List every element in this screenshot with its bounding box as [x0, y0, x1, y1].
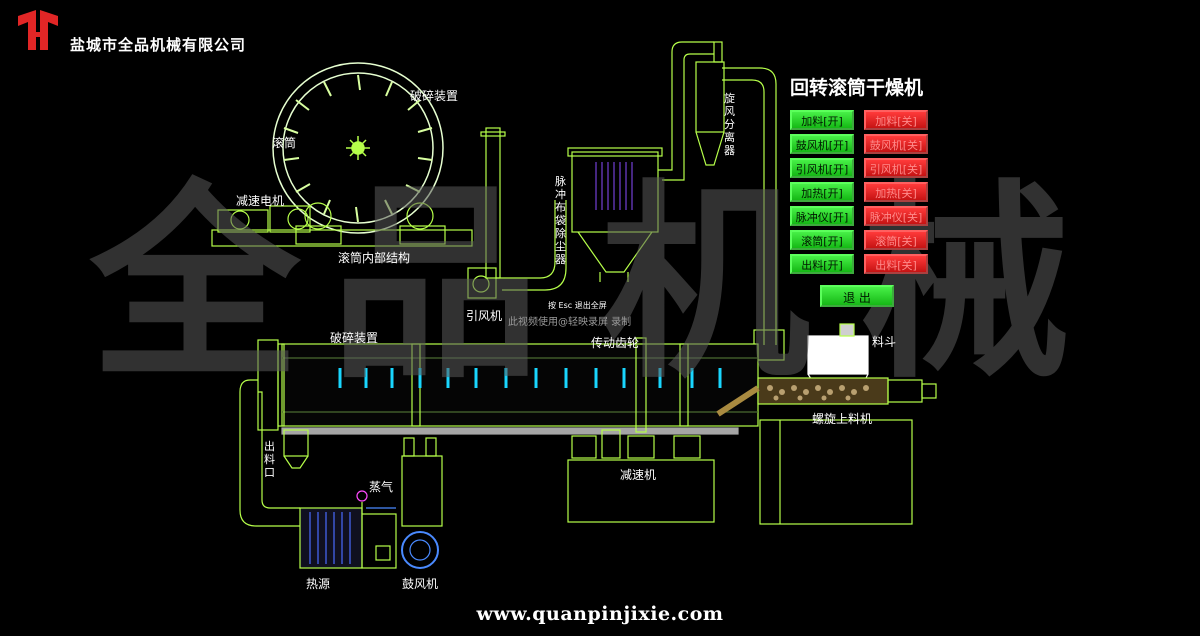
exit-button[interactable]: 退 出	[820, 285, 894, 307]
label-heat-source: 热源	[306, 577, 331, 591]
feed-on-button[interactable]: 加料[开]	[790, 110, 854, 130]
label-hopper: 料斗	[872, 335, 897, 349]
panel-title: 回转滚筒干燥机	[790, 77, 924, 99]
brand-header: 盐城市全品机械有限公司	[14, 6, 304, 56]
watermark-char-1: 全	[90, 162, 301, 407]
blower-on-button[interactable]: 鼓风机[开]	[790, 134, 854, 154]
support-stands-drawing	[401, 419, 913, 527]
blower-off-button[interactable]: 鼓风机[关]	[864, 134, 928, 154]
watermark-char-2: 品	[330, 162, 541, 407]
screw-feeder-drawing	[716, 323, 937, 417]
induced-fan-on-button[interactable]: 引风机[开]	[790, 158, 854, 178]
label-reducer: 减速机	[620, 468, 657, 482]
label-induced-fan: 引风机	[466, 309, 503, 323]
drum-off-button[interactable]: 滚筒[关]	[864, 230, 928, 250]
watermark-char-3: 机	[600, 162, 811, 407]
label-drum-inner: 滚筒内部结构	[338, 251, 411, 265]
feed-off-button[interactable]: 加料[关]	[864, 110, 928, 130]
label-dust-collector: 脉冲布袋除尘器	[555, 175, 566, 266]
discharge-on-button[interactable]: 出料[开]	[790, 254, 854, 274]
heat-source-drawing	[299, 490, 439, 569]
induced-fan-drawing	[467, 127, 567, 299]
pulse-off-button[interactable]: 脉冲仪[关]	[864, 206, 928, 226]
heating-off-button[interactable]: 加热[关]	[864, 182, 928, 202]
label-outlet: 出料口	[264, 440, 275, 479]
label-crush-top: 破碎装置	[410, 89, 459, 103]
drum-drawing	[257, 337, 759, 435]
drum-on-button[interactable]: 滚筒[开]	[790, 230, 854, 250]
label-drum: 滚筒	[272, 136, 297, 150]
heating-on-button[interactable]: 加热[开]	[790, 182, 854, 202]
outlet-duct-drawing	[239, 379, 309, 527]
recorder-watermark: 此视频使用@轻映录屏 录制	[508, 317, 632, 328]
induced-fan-off-button[interactable]: 引风机[关]	[864, 158, 928, 178]
discharge-off-button[interactable]: 出料[关]	[864, 254, 928, 274]
label-crush-main: 破碎装置	[330, 331, 379, 345]
dust-collector-drawing	[567, 41, 714, 282]
small-motor-drawing	[211, 202, 473, 247]
company-logo-icon	[18, 10, 58, 50]
label-blower: 鼓风机	[402, 577, 439, 591]
label-motor-small: 减速电机	[236, 194, 285, 208]
label-transmission: 传动齿轮	[591, 336, 640, 350]
label-steam: 蒸气	[369, 480, 394, 494]
label-cyclone: 旋风分离器	[724, 92, 735, 157]
fullscreen-hint: 按 Esc 退出全屏	[548, 301, 607, 310]
cyclone-drawing	[695, 41, 785, 361]
company-name: 盐城市全品机械有限公司	[70, 36, 247, 54]
website-url: www.quanpinjixie.com	[476, 603, 724, 625]
pulse-on-button[interactable]: 脉冲仪[开]	[790, 206, 854, 226]
label-screw-feeder: 螺旋上料机	[812, 412, 873, 426]
drum-inner-structure-drawing	[272, 62, 444, 234]
